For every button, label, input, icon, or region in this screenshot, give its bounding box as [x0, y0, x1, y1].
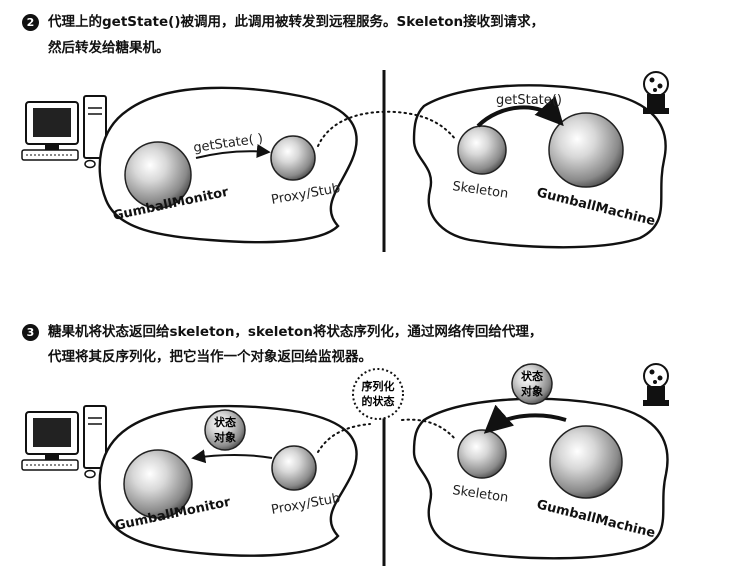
computer-icon [21, 405, 107, 479]
server-state-object-label-line1: 状态 [521, 369, 543, 383]
serialized-state-label-line2: 的状态 [362, 394, 395, 408]
client-state-object-label-line2: 对象 [214, 430, 236, 444]
serialized-state-label-line1: 序列化 [362, 379, 395, 393]
step-3-machine-to-skeleton-arrow [483, 404, 567, 434]
step-3-gumball-machine-object [549, 425, 623, 499]
step-2-text-line2: 然后转发给糖果机。 [48, 40, 170, 56]
serialized-state-bubble [352, 368, 404, 420]
step-2-server-call-label: getState() [496, 93, 562, 108]
step-3-text-line1: 糖果机将状态返回给skeleton，skeleton将状态序列化，通过网络传回给… [48, 324, 543, 340]
gumball-machine-icon [643, 363, 669, 406]
step-3-badge: 3 [22, 324, 39, 341]
step-3-text-line2: 代理将其反序列化，把它当作一个对象返回给监视器。 [48, 349, 372, 365]
step-2-proxy-object [270, 135, 316, 181]
gumball-machine-icon [643, 71, 669, 114]
client-state-object [204, 409, 246, 451]
step-2-skeleton-to-machine-arrow [476, 96, 564, 128]
step-3-proxy-object [271, 445, 317, 491]
server-state-object-label-line2: 对象 [521, 384, 543, 398]
step-3-gumball-monitor-object [123, 449, 193, 519]
step-2-network-dotted-line [317, 110, 457, 147]
client-state-object-label-line1: 状态 [214, 415, 236, 429]
server-state-object [511, 363, 553, 405]
computer-icon [21, 95, 107, 169]
step-3-skeleton-object [457, 429, 507, 479]
step-3-network-dotted-line [317, 418, 457, 453]
step-2-getstate-call-arrow [195, 144, 271, 159]
step-2-text-line1: 代理上的getState()被调用，此调用被转发到远程服务。Skeleton接收… [48, 14, 545, 30]
step-2-gumball-machine-object [548, 112, 624, 188]
step-3-proxy-to-monitor-arrow [191, 449, 273, 464]
step-3-client-heap-outline [98, 404, 358, 557]
step-2-badge: 2 [22, 14, 39, 31]
step-2-gumball-monitor-object [124, 141, 192, 209]
step-2-skeleton-object [457, 125, 507, 175]
